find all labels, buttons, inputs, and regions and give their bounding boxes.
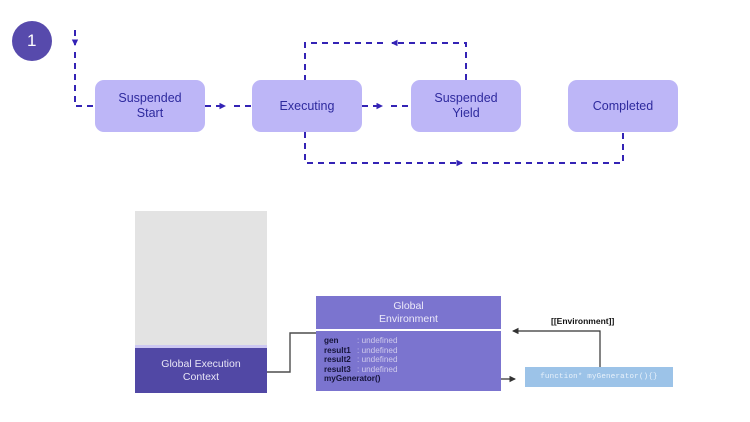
binding-name: result2 (324, 355, 351, 365)
environment-binding-row: myGenerator() (324, 374, 501, 384)
state-node-suspended-yield[interactable]: Suspended Yield (411, 80, 521, 132)
environment-binding-row: gen: undefined (324, 336, 501, 346)
global-environment-box[interactable]: Global Environment gen: undefined result… (316, 296, 501, 391)
environment-internal-slot-label: [[Environment]] (551, 316, 615, 326)
global-environment-header: Global Environment (316, 296, 501, 331)
transition-yield-to-executing-loop (304, 39, 467, 80)
binding-value: undefined (361, 364, 398, 374)
state-node-executing[interactable]: Executing (252, 80, 362, 132)
global-environment-title: Global Environment (379, 300, 438, 325)
binding-separator: : (357, 355, 360, 365)
step-badge: 1 (12, 21, 52, 61)
global-execution-context-frame[interactable]: Global Execution Context (135, 348, 267, 393)
environment-binding-row: result1: undefined (324, 346, 501, 356)
global-execution-context-label: Global Execution Context (161, 357, 241, 383)
environment-binding-row: result3: undefined (324, 365, 501, 375)
binding-name: gen (324, 336, 339, 345)
transition-executing-to-completed-loop (304, 132, 624, 167)
binding-name: result3 (324, 364, 351, 374)
environment-binding-row: result2: undefined (324, 355, 501, 365)
binding-separator: : (357, 345, 360, 355)
state-label: Suspended Start (118, 91, 182, 120)
call-stack-empty-region (135, 211, 267, 345)
call-stack-divider (135, 345, 267, 348)
binding-name: result1 (324, 345, 351, 355)
state-label: Suspended Yield (434, 91, 498, 120)
connector-gec-to-environment (267, 332, 316, 373)
state-label: Completed (592, 98, 654, 113)
binding-value: undefined (361, 336, 398, 345)
transition-entry (71, 30, 95, 107)
binding-separator: : (357, 336, 360, 345)
function-object-box[interactable]: function* myGenerator(){} (525, 367, 673, 387)
binding-value: undefined (361, 355, 398, 365)
binding-name: myGenerator() (324, 374, 381, 384)
state-node-completed[interactable]: Completed (568, 80, 678, 132)
environment-bindings-list: gen: undefined result1: undefined result… (316, 331, 501, 384)
state-label: Executing (279, 98, 335, 113)
connector-function-environment-pointer (512, 327, 601, 367)
state-node-suspended-start[interactable]: Suspended Start (95, 80, 205, 132)
binding-value: undefined (361, 345, 398, 355)
binding-separator: : (357, 364, 360, 374)
